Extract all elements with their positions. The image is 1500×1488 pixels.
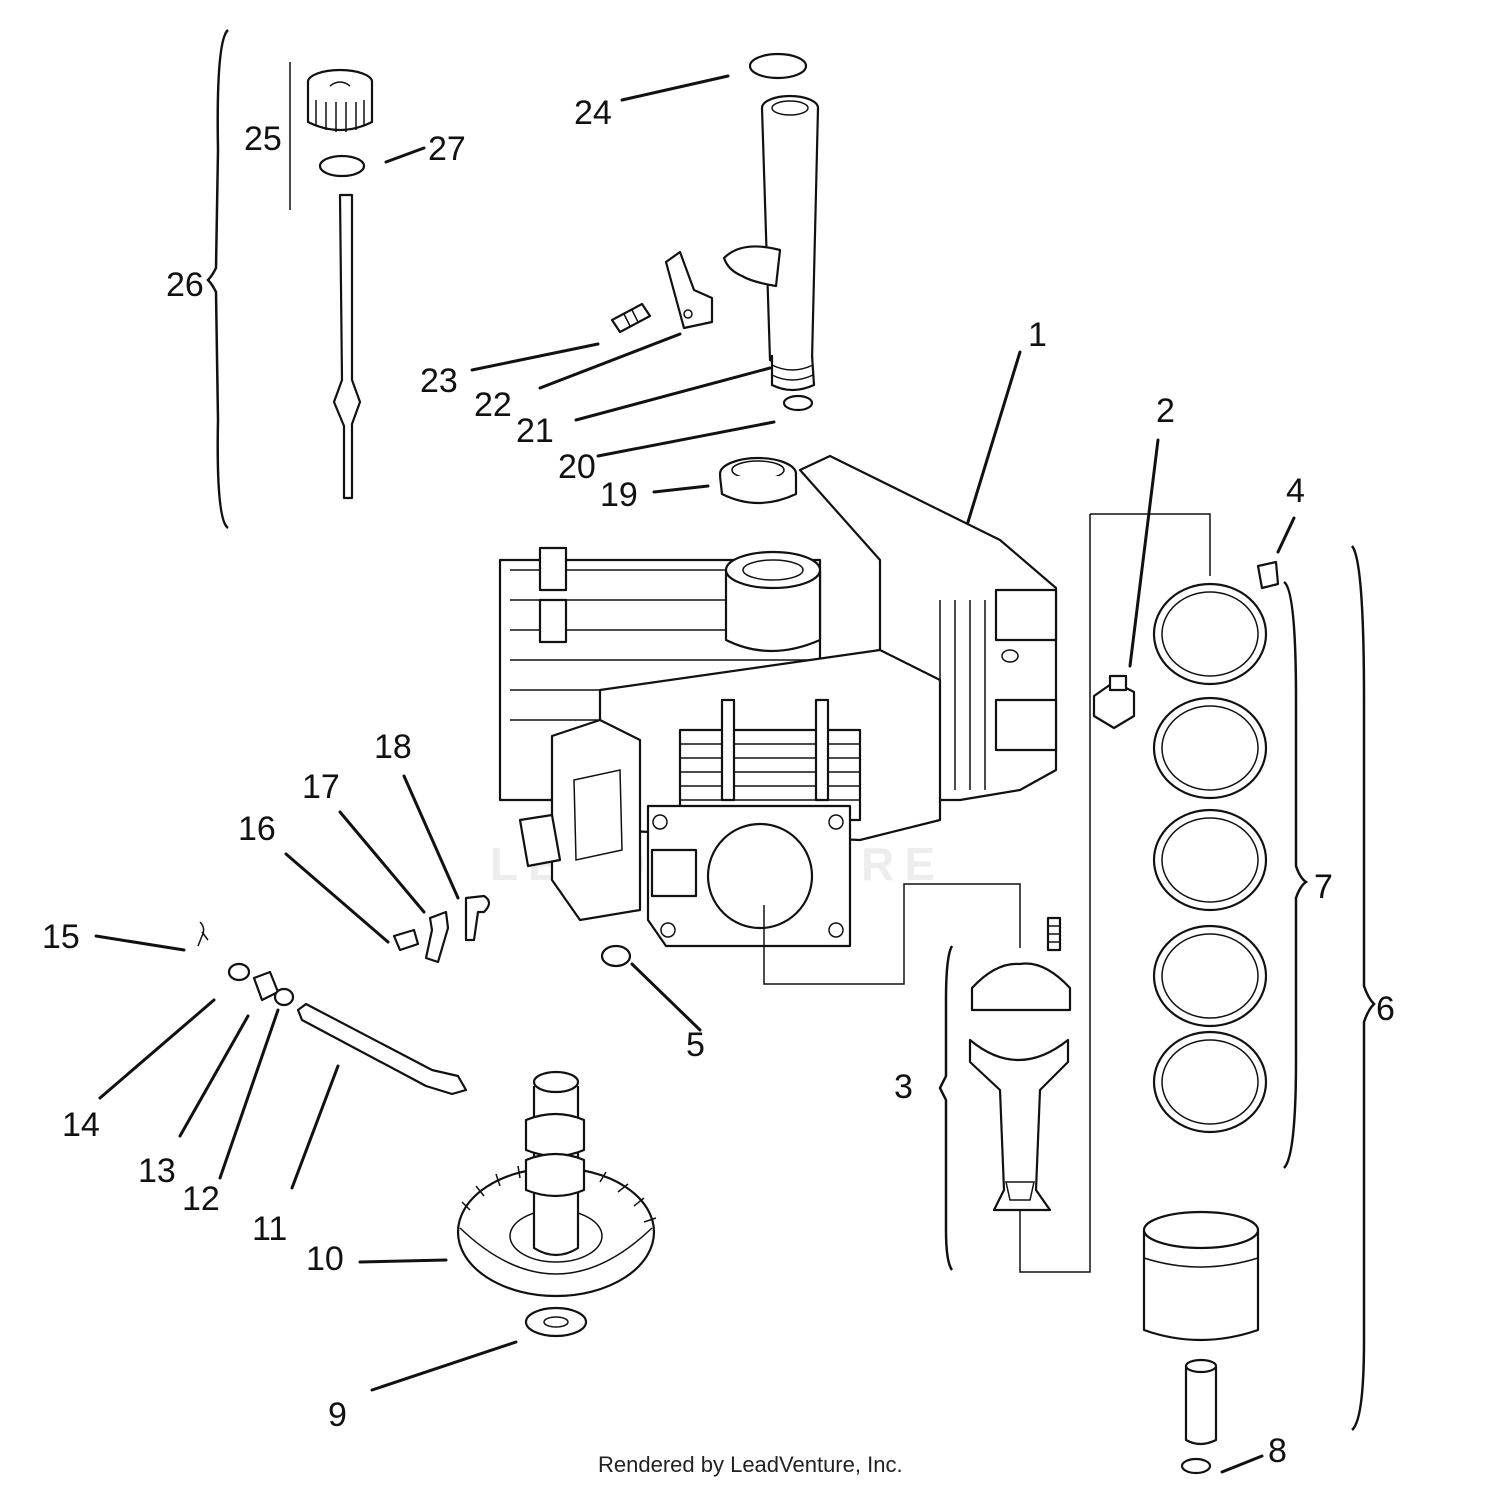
dipstick-assembly <box>206 29 374 530</box>
tube-bottom-o-ring <box>782 394 814 412</box>
callout-10: 10 <box>306 1240 344 1278</box>
callout-9: 9 <box>328 1396 347 1434</box>
cup-plug <box>600 944 632 968</box>
callout-18: 18 <box>374 728 412 766</box>
callout-23: 23 <box>420 362 458 400</box>
camshaft-washer <box>524 1306 588 1338</box>
hitch-pin <box>197 921 209 947</box>
leader-lines <box>94 74 1296 1474</box>
callout-labels: 1 2 3 4 5 6 7 8 9 10 11 12 13 14 15 16 1… <box>42 94 1395 1470</box>
callout-14: 14 <box>62 1106 100 1144</box>
callout-11: 11 <box>252 1210 287 1248</box>
dipstick-cap <box>306 68 374 132</box>
callout-6: 6 <box>1376 990 1395 1028</box>
callout-26: 26 <box>166 266 204 304</box>
washer-12 <box>273 987 295 1007</box>
tube-bracket-clip <box>722 245 782 288</box>
callout-22: 22 <box>474 386 512 424</box>
callout-15: 15 <box>42 918 80 956</box>
piston-pin-clip <box>1180 1457 1212 1475</box>
callout-7: 7 <box>1314 868 1333 906</box>
callout-8: 8 <box>1268 1432 1287 1470</box>
crankcase <box>498 454 1058 985</box>
dipstick-o-ring <box>318 154 366 178</box>
callout-27: 27 <box>428 130 466 168</box>
callout-2: 2 <box>1156 392 1175 430</box>
oil-fill-tube-assembly <box>610 52 820 504</box>
plug <box>1256 560 1280 590</box>
callout-19: 19 <box>600 476 638 514</box>
callout-16: 16 <box>238 810 276 848</box>
governor-lever <box>464 894 491 942</box>
piston-ring-set <box>1152 582 1268 1134</box>
dipstick-rod <box>332 193 362 500</box>
callout-4: 4 <box>1286 472 1305 510</box>
callout-5: 5 <box>686 1026 705 1064</box>
callout-25: 25 <box>244 120 282 158</box>
governor-arm <box>424 910 450 964</box>
footer-credit: Rendered by LeadVenture, Inc. <box>598 1452 903 1477</box>
callout-1: 1 <box>1028 316 1047 354</box>
connecting-rod <box>968 916 1072 1212</box>
fitting <box>1092 674 1136 730</box>
callout-21: 21 <box>516 412 554 450</box>
callout-24: 24 <box>574 94 612 132</box>
callout-12: 12 <box>182 1180 220 1218</box>
tube-mounting-bracket <box>664 250 714 330</box>
bracket-screw <box>610 302 652 334</box>
callout-17: 17 <box>302 768 340 806</box>
piston <box>1142 1210 1260 1475</box>
oil-fill-tube <box>760 107 820 368</box>
governor-parts <box>197 894 491 1096</box>
camshaft-gear <box>456 1070 657 1338</box>
tube-top-o-ring <box>748 52 808 80</box>
governor-screw <box>392 928 420 952</box>
callout-3: 3 <box>894 1068 913 1106</box>
callout-20: 20 <box>558 448 596 486</box>
callout-13: 13 <box>138 1152 176 1190</box>
governor-shaft <box>296 1002 468 1096</box>
washer-14 <box>227 962 251 982</box>
